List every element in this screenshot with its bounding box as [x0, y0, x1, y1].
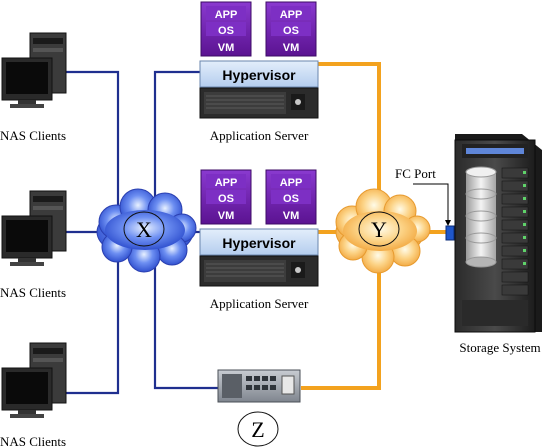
vm1a-os: OS [218, 25, 234, 37]
application-server-1 [199, 1, 319, 119]
application-server-2 [199, 169, 319, 287]
nas-client-1 [1, 32, 67, 108]
device-z [217, 369, 301, 403]
fc-port-label: FC Port [395, 166, 436, 181]
device-z-label-ring [237, 411, 279, 447]
vm-box-2b [265, 169, 317, 225]
vm-box-1a [200, 1, 252, 57]
vm1b-app: APP [280, 9, 303, 21]
fc-port-pointer [413, 183, 449, 222]
cloud-x-label-ring [123, 211, 165, 247]
nas-client-label-1: NAS Clients [0, 128, 66, 143]
vm1b-os: OS [283, 25, 299, 37]
hypervisor-bar-1 [199, 60, 319, 88]
vm1a-app: APP [215, 9, 238, 21]
cloud-y-label-ring [358, 211, 400, 247]
fc-port-pointer-head [445, 220, 451, 226]
vm2a-vm: VM [218, 210, 235, 222]
network-cloud-x [96, 188, 197, 273]
nas-client-3 [1, 342, 67, 418]
storage-system [454, 134, 542, 333]
application-server-label-1: Application Server [210, 128, 309, 143]
vm2a-os: OS [218, 193, 234, 205]
nas-client-2 [1, 190, 67, 266]
vm-box-2a [200, 169, 252, 225]
cloud-y-label: Y [371, 217, 387, 242]
hypervisor-label-2: Hypervisor [222, 235, 296, 251]
vm2b-os: OS [283, 193, 299, 205]
nas-client-label-3: NAS Clients [0, 434, 66, 448]
cloud-x-label: X [136, 217, 152, 242]
vm2a-app: APP [215, 177, 238, 189]
server-chassis-2 [199, 255, 319, 287]
hypervisor-bar-2 [199, 228, 319, 256]
disk-stack [465, 166, 497, 268]
hypervisor-label-1: Hypervisor [222, 67, 296, 83]
vm2b-app: APP [280, 177, 303, 189]
device-z-label: Z [251, 417, 264, 442]
vm2b-vm: VM [283, 210, 300, 222]
application-server-label-2: Application Server [210, 296, 309, 311]
server-chassis-1 [199, 87, 319, 119]
drive-bays [501, 167, 529, 296]
vm1a-vm: VM [218, 42, 235, 54]
fc-port-connector[interactable] [445, 225, 455, 241]
network-cloud-y [335, 188, 431, 274]
vm1b-vm: VM [283, 42, 300, 54]
storage-system-label: Storage System [459, 340, 540, 355]
nas-client-label-2: NAS Clients [0, 285, 66, 300]
vm-box-1b [265, 1, 317, 57]
